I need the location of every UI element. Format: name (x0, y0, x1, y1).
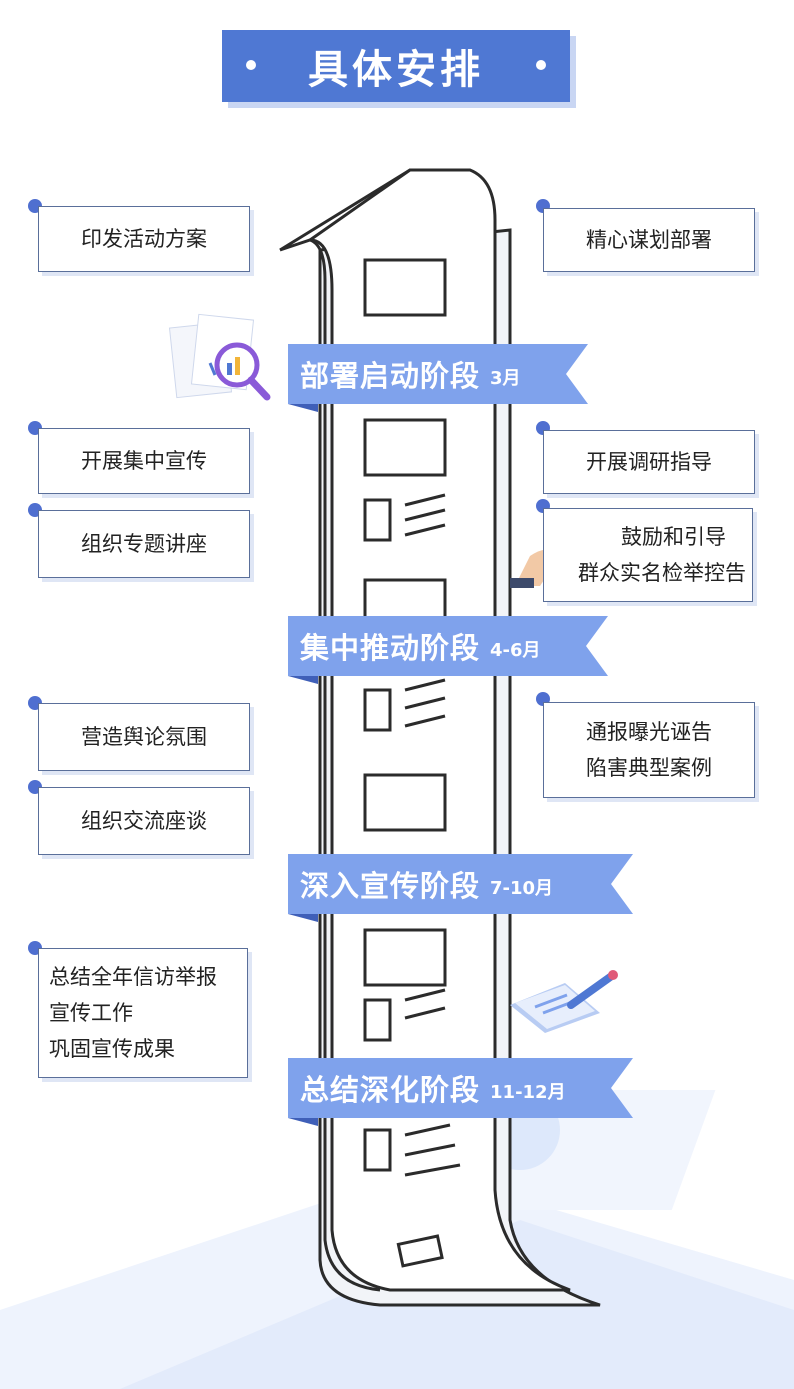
left-item-1: 印发活动方案 (38, 206, 250, 272)
right-item-2-text: 开展调研指导 (586, 450, 712, 474)
stage-4-name: 总结深化阶段 (300, 1073, 481, 1107)
left-item-5-text: 组织交流座谈 (81, 809, 207, 833)
left-item-6-line-1: 总结全年信访举报 (49, 965, 217, 989)
right-item-4-line-2: 陷害典型案例 (586, 756, 712, 780)
left-item-2: 开展集中宣传 (38, 428, 250, 494)
right-item-3: 鼓励和引导 群众实名检举控告 (543, 508, 753, 602)
right-item-1-text: 精心谋划部署 (586, 228, 712, 252)
right-item-3-line-2: 群众实名检举控告 (578, 561, 746, 585)
left-item-3-text: 组织专题讲座 (81, 532, 207, 556)
stage-1-ribbon: 部署启动阶段 3月 (288, 344, 588, 412)
stage-3-ribbon-shape (288, 854, 633, 922)
stage-1-ribbon-shape (288, 344, 588, 412)
pen-document-icon (510, 970, 618, 1033)
stage-1-name: 部署启动阶段 (300, 359, 481, 393)
left-item-4-text: 营造舆论氛围 (81, 725, 207, 749)
right-item-3-line-1: 鼓励和引导 (621, 525, 726, 549)
stage-4-ribbon: 总结深化阶段 11-12月 (288, 1058, 633, 1126)
left-item-6: 总结全年信访举报 宣传工作 巩固宣传成果 (38, 948, 248, 1078)
stage-2-name: 集中推动阶段 (300, 631, 481, 665)
left-item-6-line-3: 巩固宣传成果 (49, 1037, 175, 1061)
right-item-4: 通报曝光诬告 陷害典型案例 (543, 702, 755, 798)
page-title-banner: 具体安排 (222, 30, 570, 102)
stage-1-month: 3月 (490, 368, 521, 389)
left-item-4: 营造舆论氛围 (38, 703, 250, 771)
left-item-1-text: 印发活动方案 (81, 227, 207, 251)
stage-3-ribbon: 深入宣传阶段 7-10月 (288, 854, 633, 922)
stage-4-month: 11-12月 (490, 1082, 566, 1103)
stage-2-ribbon-shape (288, 616, 608, 684)
stage-2-ribbon: 集中推动阶段 4-6月 (288, 616, 608, 684)
stage-3-name: 深入宣传阶段 (300, 869, 481, 903)
left-item-6-line-2: 宣传工作 (49, 1001, 133, 1025)
stage-2-month: 4-6月 (490, 640, 541, 661)
title-right-dot (536, 60, 546, 70)
left-item-3: 组织专题讲座 (38, 510, 250, 578)
right-item-4-line-1: 通报曝光诬告 (586, 720, 712, 744)
stage-3-month: 7-10月 (490, 878, 554, 899)
magnifier-document-icon (168, 313, 271, 401)
title-left-dot (246, 60, 256, 70)
left-item-2-text: 开展集中宣传 (81, 449, 207, 473)
left-item-5: 组织交流座谈 (38, 787, 250, 855)
right-item-2: 开展调研指导 (543, 430, 755, 494)
scroll-illustration (279, 168, 601, 1307)
right-item-1: 精心谋划部署 (543, 208, 755, 272)
page-title: 具体安排 (308, 47, 484, 93)
stage-4-ribbon-shape (288, 1058, 633, 1126)
